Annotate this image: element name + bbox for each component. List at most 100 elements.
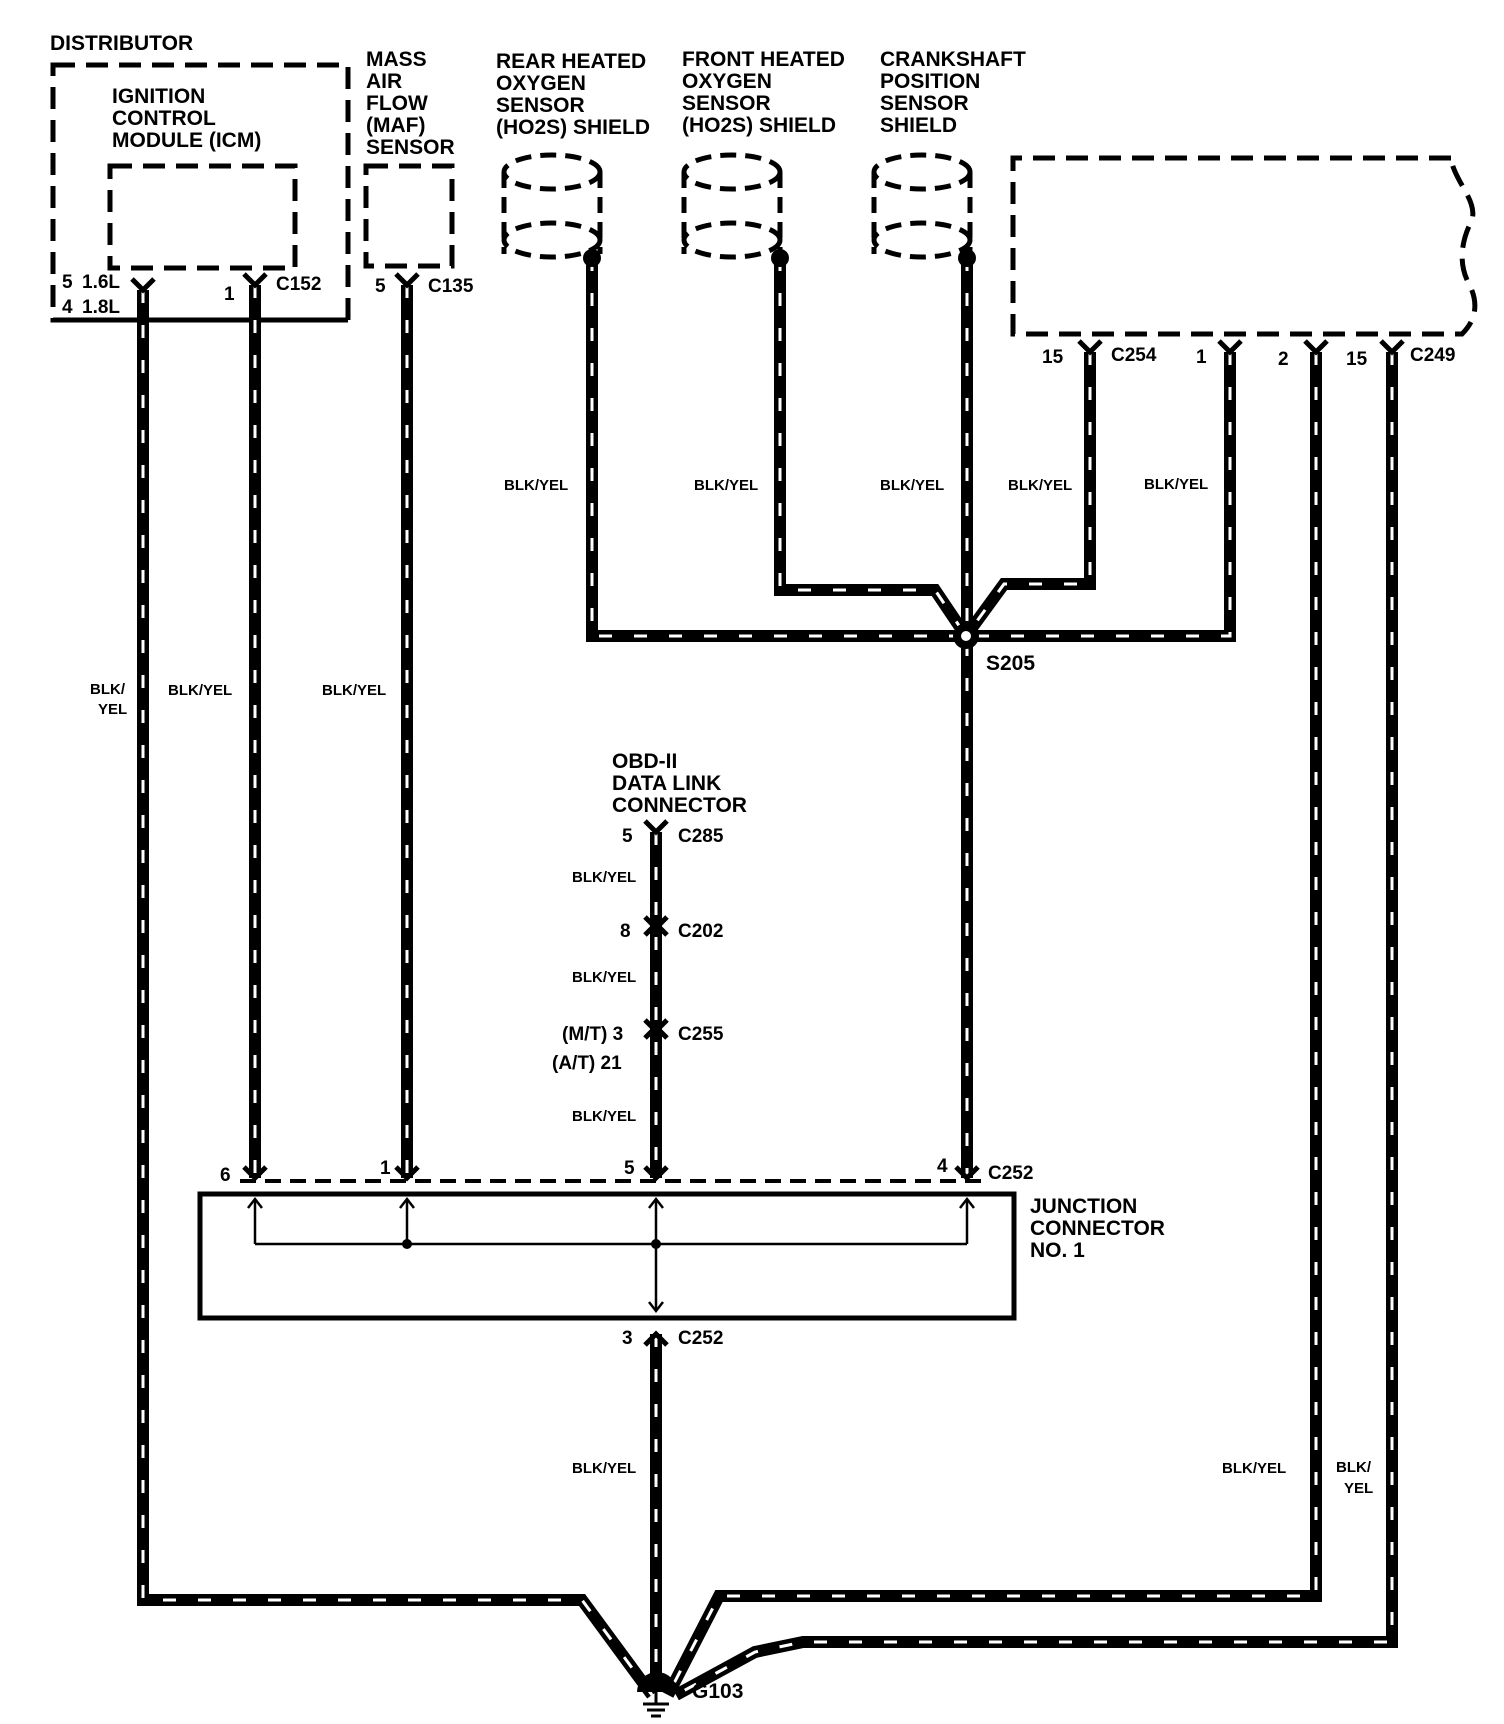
wire-color-obd-1: BLK/YEL <box>572 869 636 886</box>
ground-label: G103 <box>692 1680 743 1703</box>
rear-ho2s-label-line2: OXYGEN <box>496 72 586 95</box>
wire-rear-ho2s-s205 <box>586 258 966 642</box>
wires <box>137 258 1398 1701</box>
pin-c202-8: 8 <box>620 921 631 942</box>
pin-mark-icm <box>130 277 156 294</box>
obd-label-line2: DATA LINK <box>612 772 721 795</box>
wire-c249-2-ground <box>662 352 1322 1698</box>
connector-c152: C152 <box>276 274 321 295</box>
jc-box <box>197 1191 1017 1321</box>
ckp-label-line3: SENSOR <box>880 92 969 115</box>
junction-label-line2: CONNECTOR <box>1030 1217 1165 1240</box>
wire-color-labels: BLK/ YEL BLK/YEL BLK/YEL BLK/YEL BLK/YEL… <box>90 476 1373 1497</box>
wire-color-w10-line1: BLK/ <box>1336 1459 1372 1476</box>
pin-labels: 5 1.6L 4 1.8L 1 5 15 1 2 15 5 8 (M/T) 3 … <box>62 272 1368 1349</box>
pin-c249-2: 2 <box>1278 349 1289 370</box>
pin-c152-1: 1 <box>224 284 235 305</box>
connector-c202: C202 <box>678 921 723 942</box>
front-ho2s-label-line2: OXYGEN <box>682 70 772 93</box>
pin-mark-c255-a <box>643 1018 669 1035</box>
icm-box <box>107 163 298 271</box>
junction-dots <box>583 249 976 267</box>
maf-label-line4: (MAF) <box>366 114 425 137</box>
connector-c249: C249 <box>1410 345 1455 366</box>
icm-label-line1: IGNITION <box>112 85 205 108</box>
wire-color-w6: BLK/YEL <box>880 477 944 494</box>
pin-c285-5: 5 <box>622 826 633 847</box>
component-labels: DISTRIBUTOR IGNITION CONTROL MODULE (ICM… <box>50 32 1165 1703</box>
wire-color-w4: BLK/YEL <box>504 477 568 494</box>
icm-label-line3: MODULE (ICM) <box>112 129 261 152</box>
splice-label: S205 <box>986 652 1035 675</box>
ckp-label-line2: POSITION <box>880 70 980 93</box>
connector-labels: C152 C135 C254 C249 C285 C202 C255 C252 … <box>276 274 1455 1349</box>
pin-jc-1: 1 <box>380 1158 391 1179</box>
ground-symbol-icon <box>637 1672 677 1718</box>
jc-internal-bus <box>247 1196 975 1314</box>
pin-mark-c135 <box>394 272 420 289</box>
pin-jc-3: 3 <box>622 1328 633 1349</box>
pin-mark-c249-2 <box>1303 339 1329 356</box>
rear-ho2s-label-line3: SENSOR <box>496 94 585 117</box>
rear-ho2s-label-line1: REAR HEATED <box>496 50 646 73</box>
pin-mark-c285 <box>643 819 669 836</box>
rear-ho2s-label-line4: (HO2S) SHIELD <box>496 116 650 139</box>
pin-mark-c202-a <box>643 915 669 932</box>
pin-mark-c249-15 <box>1379 339 1405 356</box>
pin-mark-c249-1 <box>1217 339 1243 356</box>
junction-label-line1: JUNCTION <box>1030 1195 1137 1218</box>
ckp-shield-icon <box>871 152 973 260</box>
rear-ho2s-drain-dot <box>583 249 601 267</box>
wire-color-obd-3: BLK/YEL <box>572 1108 636 1125</box>
jc-bus-dot <box>651 1239 661 1249</box>
wire-color-ground: BLK/YEL <box>572 1460 636 1477</box>
wire-color-w1-line2: YEL <box>98 701 127 718</box>
pin-mark-c202-b <box>643 920 669 937</box>
pin-icm-4: 4 <box>62 297 73 318</box>
connector-c135: C135 <box>428 276 474 297</box>
pin-mark-jc6 <box>242 1165 268 1182</box>
pin-c135-5: 5 <box>375 276 386 297</box>
pin-mark-c254 <box>1077 339 1103 356</box>
maf-label-line5: SENSOR <box>366 136 455 159</box>
maf-label-line2: AIR <box>366 70 402 93</box>
pin-mark-c152 <box>242 272 268 289</box>
pin-jc-6: 6 <box>220 1165 231 1186</box>
connector-c255: C255 <box>678 1024 724 1045</box>
wire-color-w7: BLK/YEL <box>1008 477 1072 494</box>
obd-label-line3: CONNECTOR <box>612 794 747 817</box>
pin-mark-jc1 <box>394 1165 420 1182</box>
shield-cylinders <box>501 152 973 260</box>
front-ho2s-label-line3: SENSOR <box>682 92 771 115</box>
pin-mark-jc3 <box>643 1330 669 1347</box>
wire-front-ho2s-s205 <box>774 258 971 640</box>
wire-color-w2: BLK/YEL <box>168 682 232 699</box>
wire-stripe <box>141 258 1394 1697</box>
wire-color-w10-line2: YEL <box>1344 1480 1373 1497</box>
pin-icm-18l: 1.8L <box>82 297 120 318</box>
front-ho2s-drain-dot <box>771 249 789 267</box>
front-ho2s-shield-icon <box>681 152 783 260</box>
front-ho2s-label-line4: (HO2S) SHIELD <box>682 114 836 137</box>
wire-c249-1-s205 <box>966 352 1236 642</box>
icm-label-line2: CONTROL <box>112 107 216 130</box>
wire-color-obd-2: BLK/YEL <box>572 969 636 986</box>
pin-marks <box>130 272 1405 1347</box>
obd-label-line1: OBD-II <box>612 750 677 773</box>
wire-color-w8: BLK/YEL <box>1144 476 1208 493</box>
connector-c252-top: C252 <box>988 1163 1033 1184</box>
wire-c254-s205 <box>961 352 1096 640</box>
pin-c249-15: 15 <box>1346 349 1368 370</box>
splice-s205-icon <box>953 623 979 649</box>
ckp-drain-dot <box>958 249 976 267</box>
pin-jc-4: 4 <box>937 1156 948 1177</box>
pcm-box <box>1010 155 1478 337</box>
connector-c252-bottom: C252 <box>678 1328 723 1349</box>
pin-c255-mt: (M/T) 3 <box>562 1024 623 1045</box>
pin-c255-at: (A/T) 21 <box>552 1053 622 1074</box>
wire-color-w3: BLK/YEL <box>322 682 386 699</box>
ckp-label-line1: CRANKSHAFT <box>880 48 1026 71</box>
connector-c254: C254 <box>1111 345 1157 366</box>
wire-color-w1-line1: BLK/ <box>90 681 126 698</box>
